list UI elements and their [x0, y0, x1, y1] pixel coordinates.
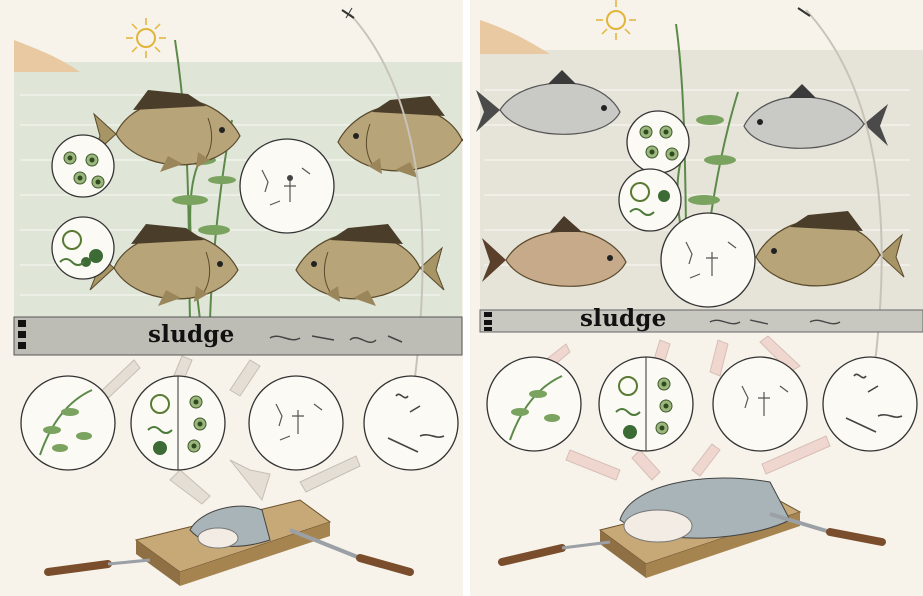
benthos-circle	[364, 376, 458, 470]
phytoplankton-circle	[619, 169, 681, 231]
zooplankton-circle	[713, 357, 807, 451]
benthos-circle	[823, 357, 917, 451]
phytoplankton-circle	[131, 376, 225, 470]
aquatic-plant-circle	[21, 376, 115, 470]
phytoplankton-icon	[627, 111, 689, 173]
sludge-label: sludge	[580, 305, 666, 332]
zooplankton-icon	[240, 139, 334, 233]
phytoplankton-circle	[52, 135, 114, 197]
panel-polyculture: sludge	[470, 0, 923, 596]
sludge-layer	[14, 317, 462, 355]
sludge-label: sludge	[148, 321, 234, 348]
zooplankton-icon	[661, 213, 755, 307]
aquatic-plant-circle	[487, 357, 581, 451]
sludge-layer	[480, 310, 923, 332]
panel-right-illustration	[470, 0, 923, 596]
phytoplankton-icon	[52, 217, 114, 279]
panel-monoculture: sludge	[0, 0, 463, 596]
zooplankton-circle	[249, 376, 343, 470]
scale-marker	[18, 320, 26, 349]
phytoplankton-circle	[599, 357, 693, 451]
scale-marker	[484, 312, 492, 331]
panel-left-illustration	[0, 0, 463, 596]
